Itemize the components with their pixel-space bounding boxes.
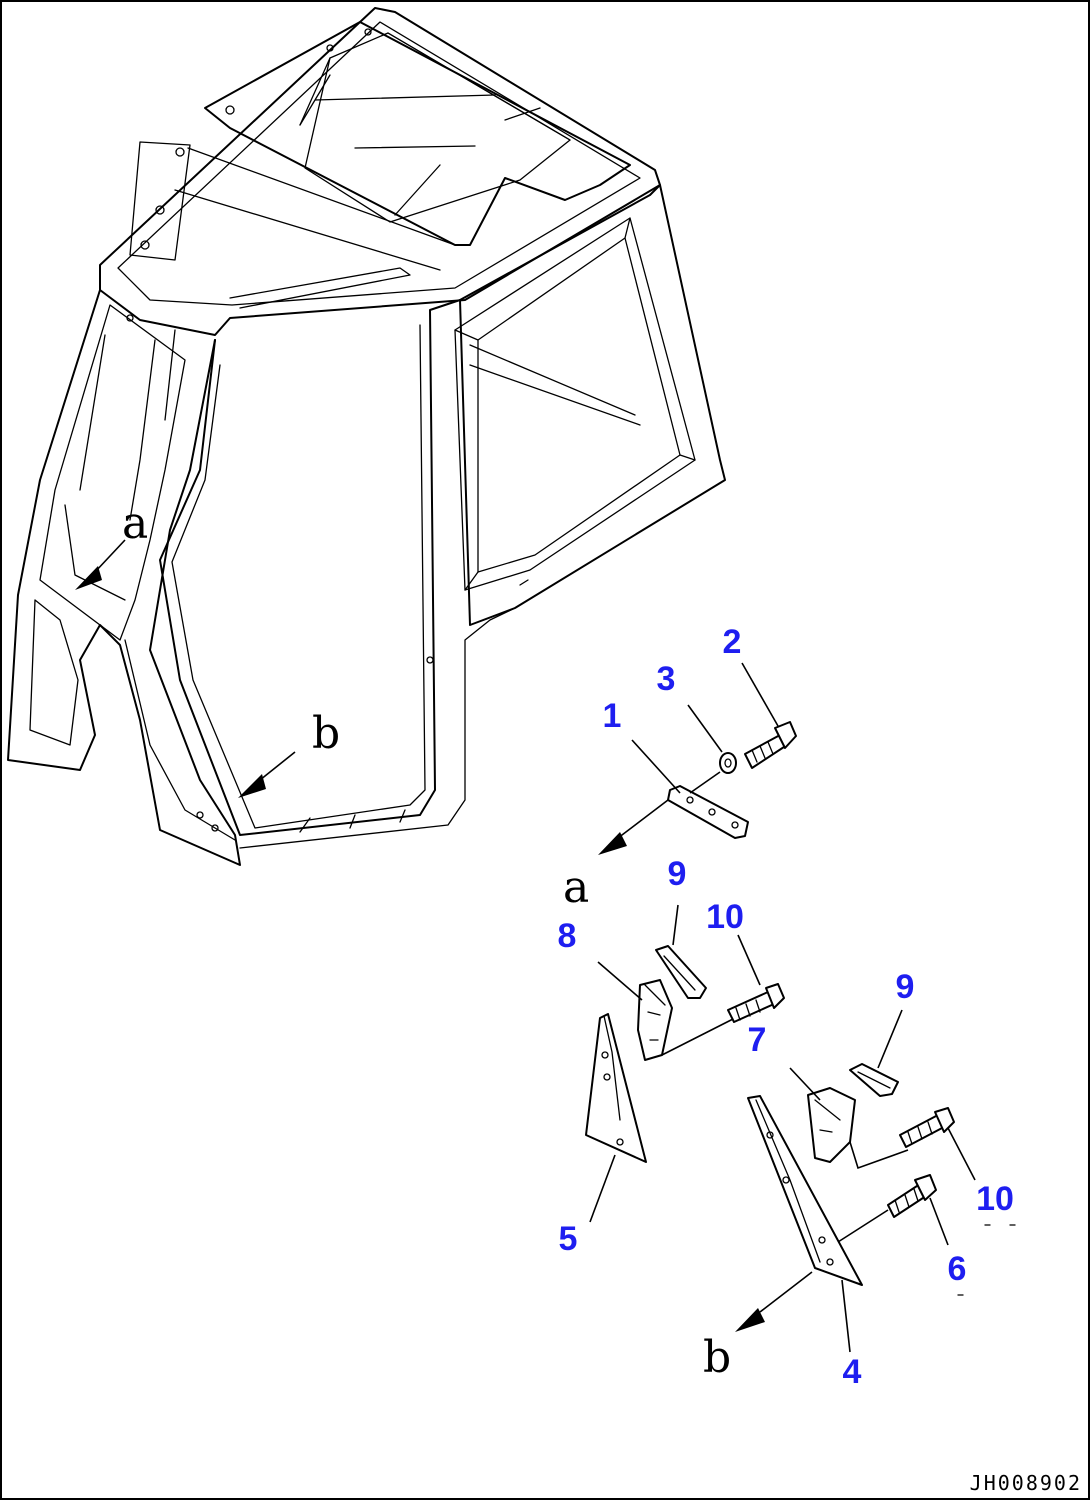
part-3-washer <box>687 704 737 794</box>
callout-2: 2 <box>723 623 742 661</box>
reference-arrow-b-frame <box>238 751 296 798</box>
part-10-bolt-upper <box>727 934 785 1023</box>
callout-9-upper: 9 <box>668 855 687 893</box>
callout-7: 7 <box>748 1021 767 1059</box>
reference-label-a-detail: a <box>563 862 589 913</box>
part-9-pad-lower <box>849 1009 903 1097</box>
reference-arrow-a-frame <box>75 539 126 590</box>
callout-10-upper: 10 <box>706 898 744 936</box>
cab-frame <box>7 7 726 866</box>
part-2-bolt <box>741 662 797 769</box>
part-9-pad-upper <box>655 904 707 999</box>
part-8-bracket <box>597 961 736 1061</box>
callout-3: 3 <box>657 660 676 698</box>
reference-label-b-frame: b <box>312 708 340 759</box>
callout-8: 8 <box>558 917 577 955</box>
callout-4: 4 <box>843 1353 862 1391</box>
callout-10-lower: 10 <box>976 1180 1014 1218</box>
part-6-bolt <box>837 1174 949 1246</box>
callout-9-lower: 9 <box>896 968 915 1006</box>
callout-1: 1 <box>603 697 622 735</box>
callout-6: 6 <box>948 1250 967 1288</box>
reference-label-b-detail: b <box>703 1332 731 1383</box>
part-10-bolt-lower <box>899 1107 976 1181</box>
part-4-gusset <box>735 1095 863 1353</box>
drawing-code: JH008902 <box>970 1471 1082 1495</box>
reference-label-a-frame: a <box>122 498 148 549</box>
part-5-gusset <box>585 1013 647 1223</box>
part-8-bracket-lower <box>789 1067 909 1170</box>
callout-numbers: 1 2 3 4 5 6 7 8 9 9 10 10 <box>558 623 1014 1391</box>
callout-5: 5 <box>559 1220 578 1258</box>
part-1-plate <box>598 739 749 855</box>
